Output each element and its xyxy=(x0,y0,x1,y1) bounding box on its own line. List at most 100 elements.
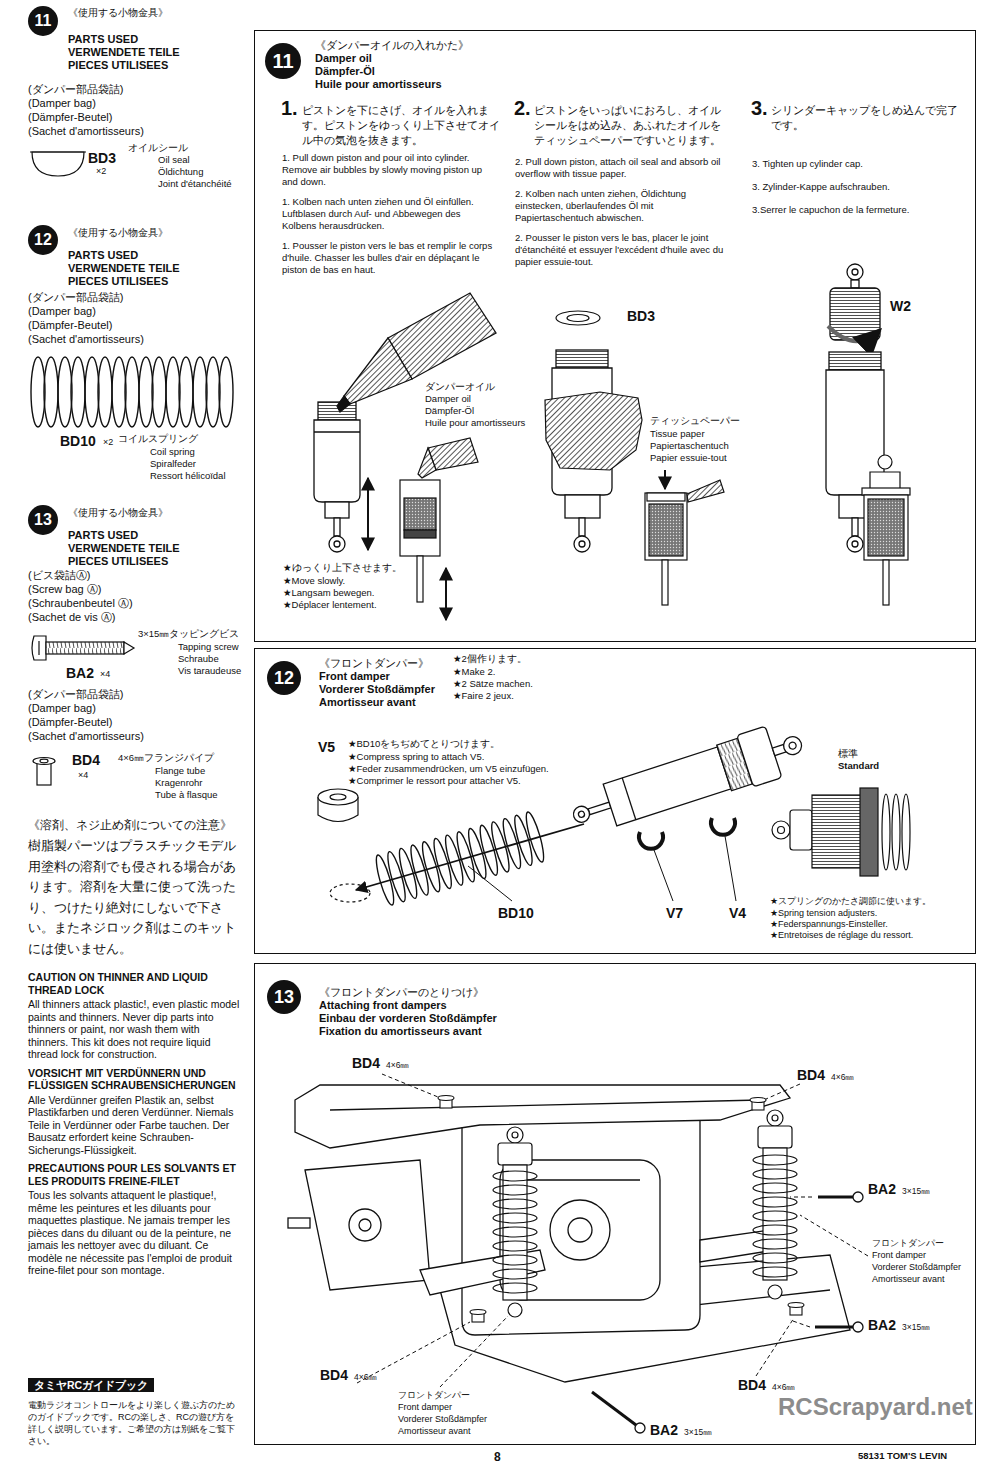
front-damper xyxy=(493,1127,537,1317)
note-text: Oil seal xyxy=(158,154,190,166)
oil-bottle xyxy=(337,293,496,412)
spacer-clip xyxy=(639,832,663,849)
part-label: BA2 xyxy=(868,1317,896,1333)
damper-cylinder xyxy=(847,536,863,552)
cylinder-section xyxy=(870,472,900,488)
note-text: 4×6㎜ xyxy=(772,1382,795,1393)
cylinder-cap xyxy=(828,264,880,341)
front-damper xyxy=(767,1110,783,1126)
note-text: Tapping screw xyxy=(178,641,239,653)
cylinder-section xyxy=(645,470,724,605)
cylinder-section xyxy=(418,448,436,478)
spring-retainer xyxy=(318,789,358,805)
note-text: ピストンをいっぱいにおろし、オイルシールをはめ込み、あふれたオイルをティッシュペ… xyxy=(534,103,730,148)
part-label: W2 xyxy=(890,298,911,314)
part-label: BD4 xyxy=(738,1377,766,1393)
note-text: シリンダーキャップをしめ込んで完了です。 xyxy=(771,103,966,133)
note-text: ダンパーオイル xyxy=(425,381,495,393)
tapping-screw-part xyxy=(815,1326,853,1329)
flange-tube-part xyxy=(470,1310,486,1315)
note-text: 3. Tighten up cylinder cap. xyxy=(752,158,967,170)
coil-spring-part xyxy=(98,357,112,427)
leader-line xyxy=(440,1316,508,1387)
note-text: ★BD10をちぢめてとりつけます。 xyxy=(348,738,500,750)
damper-body xyxy=(578,810,586,818)
note-text: (ダンパー部品袋詰) xyxy=(28,82,123,96)
note-text: ★Déplacer lentement. xyxy=(283,599,377,611)
damper-cylinder xyxy=(579,518,585,536)
part-label: BA2 xyxy=(66,665,94,681)
damper-body xyxy=(603,747,731,826)
panel-heading: Fixation du amortisseurs avant xyxy=(319,1025,497,1038)
chassis-illustration xyxy=(349,1209,381,1241)
note-text: ×2 xyxy=(96,166,106,177)
tapping-screw-part xyxy=(592,1392,636,1425)
note-text: 1. Pousser le piston vers le bas et remp… xyxy=(282,240,497,276)
note-text: ★Faire 2 jeux. xyxy=(453,690,514,702)
note-text: 4×6㎜ xyxy=(354,1372,377,1383)
leader-line xyxy=(790,1197,812,1198)
damper-cylinder xyxy=(556,350,608,368)
panel-heading: 《フロントダンパー》 xyxy=(319,656,435,670)
front-damper xyxy=(493,1199,537,1209)
front-damper xyxy=(493,1185,537,1195)
coil-spring-part xyxy=(31,357,45,427)
cylinder-section xyxy=(400,438,478,602)
cylinder-section xyxy=(428,438,478,470)
tapping-screw-part xyxy=(32,636,134,660)
cylinder-section xyxy=(645,493,687,560)
note-text: 3. Zylinder-Kappe aufschrauben. xyxy=(752,181,967,193)
note-text: All thinners attack plastic!, even plast… xyxy=(28,998,242,1061)
standard-setting-view xyxy=(892,794,900,870)
oil-seal-part xyxy=(556,311,600,325)
damper-cylinder xyxy=(852,518,858,536)
note-text: Tissue paper xyxy=(650,428,705,440)
cylinder-section xyxy=(862,488,910,495)
damper-cylinder xyxy=(314,431,360,432)
move-arrow xyxy=(445,568,447,620)
assembly-arrow xyxy=(356,824,584,890)
step-number: 11 xyxy=(35,12,52,30)
note-text: PIECES UTILISEES xyxy=(68,555,168,568)
note-text: (Sachet d'amortisseurs) xyxy=(28,124,144,138)
leader-line xyxy=(756,1318,794,1376)
spring-retainer xyxy=(318,789,370,902)
standard-setting-view xyxy=(882,794,890,870)
note-text: PARTS USED xyxy=(68,529,138,542)
coil-spring-part xyxy=(179,357,193,427)
front-damper xyxy=(768,1285,782,1299)
coil-spring-part xyxy=(477,824,501,877)
leader-line xyxy=(790,1320,810,1327)
step-number-circle: 12 xyxy=(28,225,58,255)
leader-line xyxy=(468,836,736,901)
part-label: BD4 xyxy=(72,752,100,768)
tapping-screw-part xyxy=(818,1196,853,1199)
damper-cylinder xyxy=(574,536,590,552)
note-text: VERWENDETE TEILE xyxy=(68,542,180,555)
note-text: 4×6㎜ xyxy=(831,1072,854,1083)
note-text: ×4 xyxy=(100,669,110,680)
note-text: 2. Pousser le piston vers le bas, placer… xyxy=(515,232,727,268)
damper-cylinder xyxy=(829,352,881,370)
note-text: Tube à flasque xyxy=(155,789,218,801)
part-label: 1. xyxy=(281,97,298,119)
note-text: Huile pour amortisseurs xyxy=(425,417,525,429)
front-damper xyxy=(493,1255,537,1265)
note-text: PARTS USED xyxy=(68,249,138,262)
note-text: 1. Pull down piston and pour oil into cy… xyxy=(282,152,497,188)
standard-setting-view xyxy=(772,788,910,876)
damper-body xyxy=(566,717,810,842)
front-damper xyxy=(753,1155,797,1165)
note-text: コイルスプリング xyxy=(118,433,198,445)
panel-heading: 《ダンパーオイルの入れかた》 xyxy=(315,38,469,52)
note-text: VORSICHT MIT VERDÜNNERN UND FLÜSSIGEN SC… xyxy=(28,1067,242,1092)
standard-setting-view xyxy=(812,795,862,868)
standard-setting-view xyxy=(902,794,910,870)
note-text: フロントダンパー xyxy=(398,1389,470,1401)
oil-bottle xyxy=(337,396,350,412)
damper-cylinder xyxy=(329,536,345,552)
panel-heading-block: 《ダンパーオイルの入れかた》Damper oilDämpfer-ÖlHuile … xyxy=(315,38,469,91)
note-text: Dämpfer-Öl xyxy=(425,405,474,417)
oil-seal-part xyxy=(30,151,86,152)
